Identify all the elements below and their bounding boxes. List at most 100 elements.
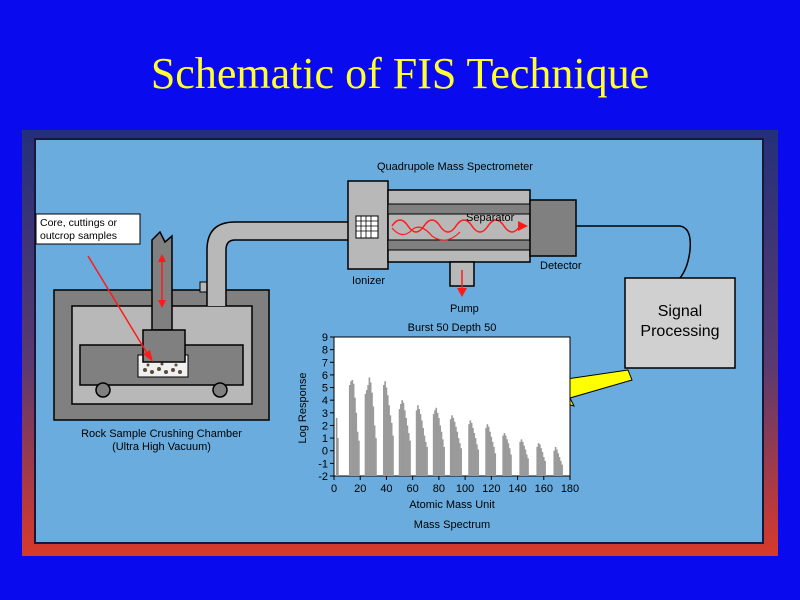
spectrum-bar	[485, 427, 487, 476]
spectrum-bar	[384, 381, 386, 476]
quadrupole-rod-bottom	[387, 239, 531, 251]
spectrum-bar	[473, 433, 476, 476]
signal-label-line2: Processing	[640, 323, 720, 340]
spectrum-bar	[434, 410, 436, 476]
spectrum-bar	[358, 440, 360, 476]
spectrum-bar	[383, 385, 385, 476]
spectrometer-label: Quadrupole Mass Spectrometer	[377, 161, 533, 173]
y-tick-label: 4	[322, 395, 328, 407]
spectrum-bar	[350, 381, 352, 476]
spectrum-ylabel: Log Response	[297, 372, 309, 444]
spectrum-bar	[354, 397, 356, 476]
spectrum-bar	[554, 446, 557, 476]
spectrum-bar	[561, 464, 563, 476]
spectrum-bar	[452, 417, 455, 476]
cart-wheel-left	[95, 382, 111, 398]
spectrum-bar	[468, 424, 470, 476]
spectrum-bar	[406, 425, 409, 476]
y-tick-label: 9	[322, 332, 328, 344]
spectrum-bar	[435, 407, 438, 476]
spectrum-bar	[472, 427, 474, 476]
spectrum-bar	[392, 435, 394, 476]
spectrum-bar	[404, 410, 406, 476]
y-tick-label: 7	[322, 357, 328, 369]
spectrum-bar	[402, 402, 405, 476]
spectrum-bar	[541, 451, 544, 476]
spectrum-bar	[486, 424, 489, 476]
spectrum-title: Burst 50 Depth 50	[407, 322, 497, 334]
spectrum-bar	[455, 426, 457, 476]
spectrum-bar	[407, 433, 410, 476]
ion-path	[391, 219, 521, 233]
spectrum-bar	[524, 449, 527, 476]
spectrum-bar	[520, 439, 523, 476]
spectrum-bar	[422, 427, 424, 476]
spectrum-bar	[553, 450, 556, 476]
samples-label-line1: Core, cuttings or	[40, 217, 118, 229]
spectrum-bar	[415, 410, 418, 476]
x-tick-label: 180	[561, 483, 579, 495]
y-tick-label: 1	[322, 433, 328, 445]
ionizer-label: Ionizer	[352, 275, 386, 287]
spectrum-bar	[364, 393, 367, 476]
spectrum-bar	[449, 419, 452, 476]
spectrum-bar	[401, 400, 403, 476]
x-tick-label: 20	[354, 483, 366, 495]
detector-cable	[576, 225, 692, 279]
spectrum-bar	[443, 446, 445, 476]
rock-fragments	[143, 362, 182, 374]
spectrum-bar	[539, 444, 541, 476]
samples-label-line2: outcrop samples	[40, 230, 118, 242]
spectrum-bars	[335, 377, 563, 476]
spectrum-bar	[540, 448, 542, 476]
spectrum-bar	[474, 438, 477, 476]
spectrum-bar	[365, 390, 368, 476]
spectrum-bar	[417, 405, 419, 476]
spectrum-bar	[426, 446, 428, 476]
spectrum-bar	[536, 446, 539, 476]
spectrum-bar	[388, 405, 390, 476]
spectrum-bar	[337, 438, 339, 476]
spectrum-bar	[335, 417, 338, 476]
spectrum-bar	[456, 431, 459, 476]
chamber-label-line1: Rock Sample Crushing Chamber	[81, 428, 242, 440]
spectrum-bar	[544, 460, 546, 476]
spectrum-bar	[355, 412, 358, 476]
spectrum-bar	[419, 414, 422, 476]
spectrum-bar	[489, 431, 491, 476]
spectrum-bar	[494, 453, 497, 476]
spectrum-bar	[385, 387, 388, 476]
spectrum-bar	[506, 439, 508, 476]
spectrum-bar	[525, 454, 528, 476]
spectrum-bar	[451, 415, 453, 476]
spectrum-bar	[542, 457, 545, 476]
spectrum-bar	[502, 435, 504, 476]
y-tick-label: 0	[322, 446, 328, 458]
spectrum-bar	[375, 438, 377, 476]
y-tick-label: -1	[318, 458, 328, 470]
spectrum-bar	[436, 412, 439, 476]
spectrum-bar	[368, 377, 371, 476]
y-tick-label: -2	[318, 471, 328, 483]
spectrum-bar	[418, 409, 421, 476]
spectrum-bar	[508, 448, 511, 476]
spectrum-bar	[439, 425, 441, 476]
spectrum-bar	[490, 436, 493, 476]
x-tick-label: 120	[482, 483, 500, 495]
spectrum-bar	[560, 460, 562, 476]
spectrum-bar	[476, 444, 478, 476]
spectrum-xlabel: Atomic Mass Unit	[409, 499, 495, 511]
spectrum-bar	[457, 438, 460, 476]
spectrum-bar	[398, 409, 401, 476]
x-tick-label: 80	[433, 483, 445, 495]
spectrum-bar	[460, 448, 462, 476]
spectrum-bar	[409, 440, 411, 476]
signal-processing-box	[624, 277, 736, 369]
spectrum-bar	[453, 421, 456, 476]
spectrum-bar	[557, 453, 559, 476]
chamber-label-line2: (Ultra High Vacuum)	[112, 441, 211, 453]
spectrum-bar	[510, 454, 512, 476]
spectrum-bar	[389, 415, 392, 476]
spectrum-bar	[491, 441, 494, 476]
slide-title: Schematic of FIS Technique	[150, 49, 650, 98]
